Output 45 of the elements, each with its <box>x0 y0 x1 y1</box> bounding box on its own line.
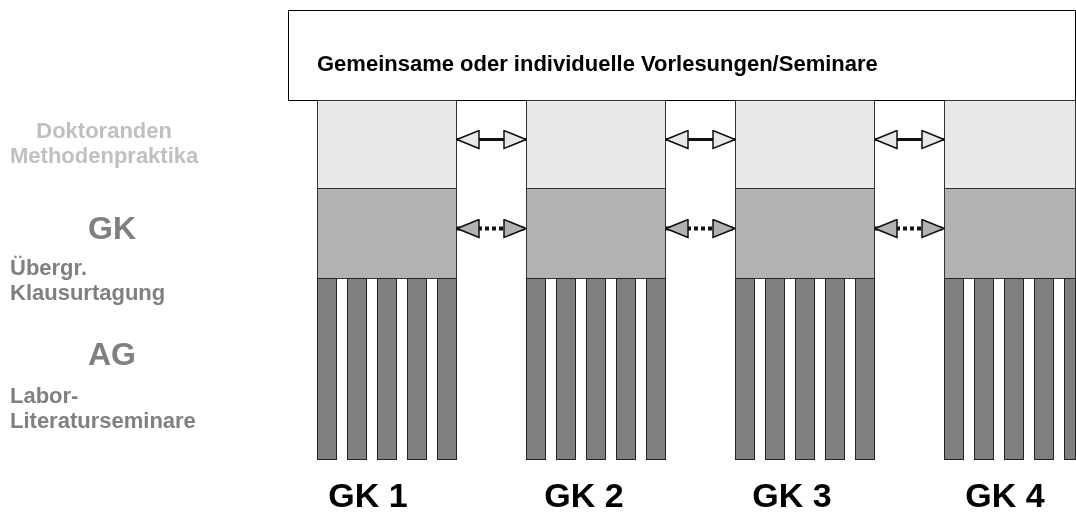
upper-block <box>317 100 457 189</box>
bar <box>317 278 337 460</box>
column-label: GK 1 <box>328 476 408 514</box>
bar <box>1064 278 1076 460</box>
bar <box>646 278 666 460</box>
bar <box>974 278 994 460</box>
dotted-double-arrow <box>456 218 527 239</box>
bar <box>616 278 636 460</box>
column-label: GK 4 <box>965 476 1045 514</box>
header-text: Gemeinsame oder individuelle Vorlesungen/Seminare <box>317 51 878 77</box>
upper-block <box>735 100 875 189</box>
middle-block <box>526 188 666 279</box>
middle-block <box>735 188 875 279</box>
bar <box>765 278 785 460</box>
bar <box>944 278 964 460</box>
bar <box>407 278 427 460</box>
double-arrow <box>456 129 527 150</box>
bar <box>735 278 755 460</box>
bar <box>825 278 845 460</box>
dotted-double-arrow <box>874 218 945 239</box>
side-heading: GK <box>88 210 136 246</box>
side-heading: AG <box>88 336 136 372</box>
bar <box>1004 278 1024 460</box>
bar <box>586 278 606 460</box>
double-arrow <box>874 129 945 150</box>
upper-block <box>526 100 666 189</box>
bar <box>437 278 457 460</box>
side-label: Doktoranden Methodenpraktika <box>10 118 199 168</box>
column-label: GK 2 <box>544 476 624 514</box>
bar <box>556 278 576 460</box>
bar <box>795 278 815 460</box>
bar <box>855 278 875 460</box>
column-label: GK 3 <box>752 476 832 514</box>
dotted-double-arrow <box>665 218 736 239</box>
header-box <box>288 10 1076 101</box>
side-label: Labor- Literaturseminare <box>10 383 196 433</box>
bar <box>526 278 546 460</box>
middle-block <box>317 188 457 279</box>
double-arrow <box>665 129 736 150</box>
bar <box>377 278 397 460</box>
bar <box>1034 278 1054 460</box>
side-label: Übergr. Klausurtagung <box>10 255 166 305</box>
bar <box>347 278 367 460</box>
upper-block <box>944 100 1076 189</box>
middle-block <box>944 188 1076 279</box>
